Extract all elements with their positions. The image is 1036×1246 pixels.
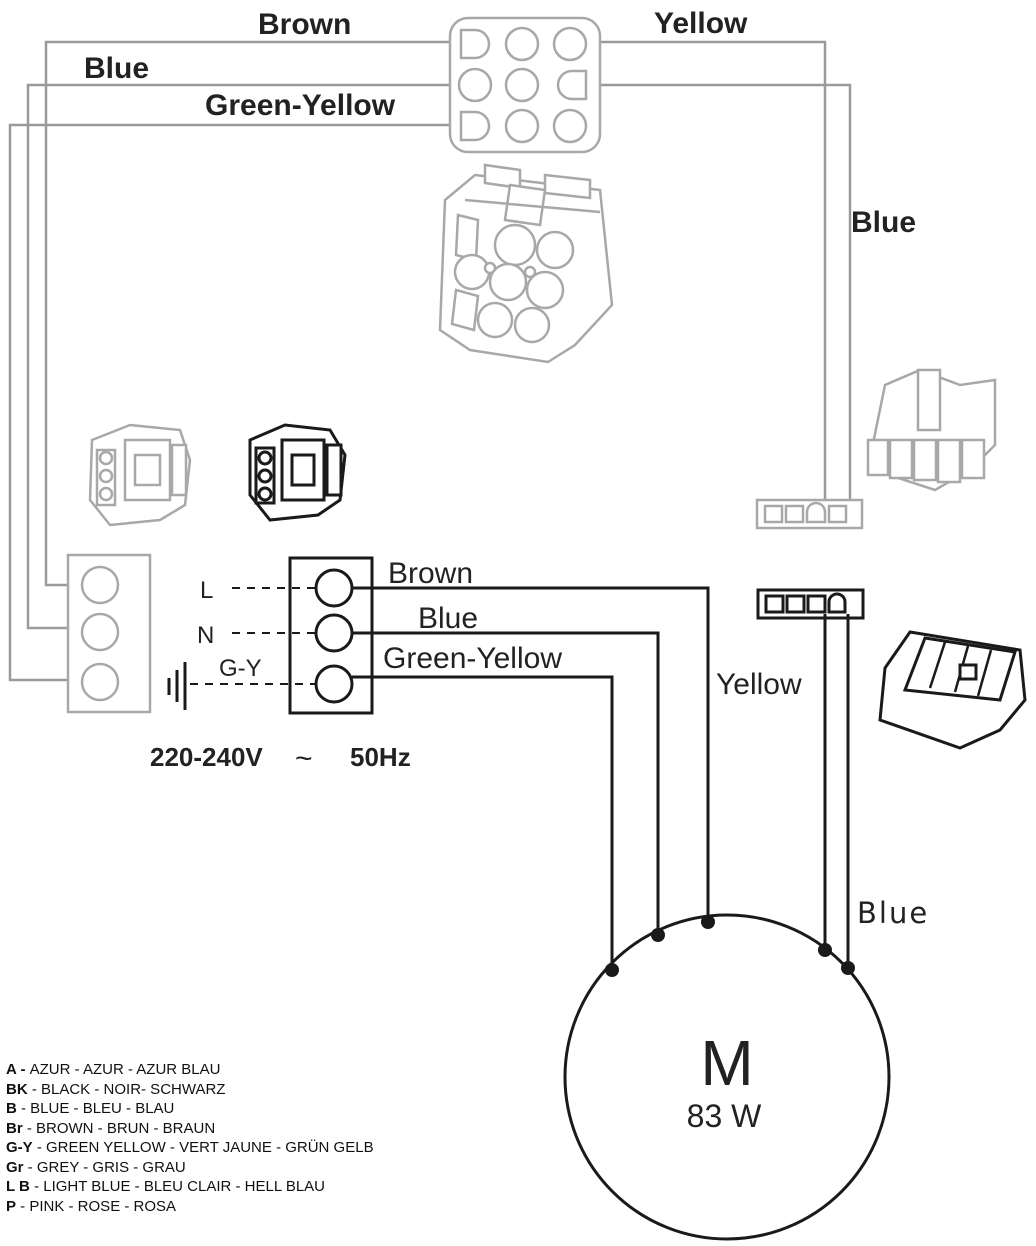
legend-row: Br - BROWN - BRUN - BRAUN: [6, 1119, 216, 1137]
label-voltage: 220-240V: [150, 742, 263, 772]
label-gy: G-Y: [219, 655, 262, 682]
motor-terminal-dot: [841, 961, 855, 975]
label-green-yellow-motor: Green-Yellow: [383, 642, 562, 675]
legend-row: L B - LIGHT BLUE - BLEU CLAIR - HELL BLA…: [6, 1178, 325, 1195]
gray-terminal-strip: [66, 553, 152, 714]
legend-row: P - PINK - ROSE - ROSA: [6, 1197, 177, 1215]
label-yellow-top: Yellow: [654, 7, 748, 40]
nine-pin-connector: [448, 16, 602, 154]
connector-housing-illustration: [438, 163, 614, 364]
wire-brown-motor: [352, 586, 710, 922]
label-frequency: 50Hz: [350, 742, 411, 772]
wire-brown-top: [44, 40, 455, 587]
label-yellow-motor: Yellow: [716, 668, 802, 701]
label-blue-motor-right: Blue: [857, 896, 929, 930]
legend-row: Gr - GREY - GRIS - GRAU: [6, 1158, 186, 1176]
gray-terminal-block-illustration: [88, 423, 192, 527]
wire-green-yellow-motor: [352, 675, 614, 970]
label-brown-top: Brown: [258, 8, 351, 41]
color-legend: A - AZUR - AZUR - AZUR BLAU BK - BLACK -…: [6, 1060, 374, 1216]
motor: M 83 W: [563, 913, 891, 1241]
black-terminal-block-illustration: [248, 423, 347, 522]
upper-gray-wiring: [8, 40, 852, 682]
motor-terminal-dot: [651, 928, 665, 942]
motor-terminal-dot: [701, 915, 715, 929]
motor-terminal-dot: [818, 943, 832, 957]
motor-terminal-dot: [605, 963, 619, 977]
black-terminal-strip: [167, 556, 374, 715]
label-brown-motor: Brown: [388, 557, 473, 590]
label-blue-right: Blue: [851, 206, 916, 239]
label-l: L: [200, 577, 213, 604]
wire-blue-top: [26, 83, 455, 630]
motor-symbol: M: [700, 1027, 753, 1099]
label-green-yellow-top: Green-Yellow: [205, 89, 396, 122]
legend-row: A - AZUR - AZUR - AZUR BLAU: [6, 1061, 221, 1078]
label-blue-motor: Blue: [418, 602, 478, 635]
label-blue-top: Blue: [84, 52, 149, 85]
wire-green-yellow-top: [8, 123, 455, 682]
motor-power: 83 W: [687, 1098, 762, 1134]
wire-blue-right: [595, 83, 852, 500]
label-n: N: [197, 622, 214, 649]
gray-four-pin-connector: [755, 368, 997, 530]
wire-blue-motor: [352, 631, 660, 935]
legend-row: G-Y - GREEN YELLOW - VERT JAUNE - GRÜN G…: [6, 1139, 374, 1156]
legend-row: B - BLUE - BLEU - BLAU: [6, 1100, 175, 1117]
black-four-pin-connector: [756, 588, 1027, 750]
wire-yellow-top: [595, 40, 827, 500]
label-tilde: ~: [295, 742, 313, 775]
motor-wiring: [352, 586, 850, 970]
legend-row: BK - BLACK - NOIR- SCHWARZ: [6, 1080, 226, 1098]
